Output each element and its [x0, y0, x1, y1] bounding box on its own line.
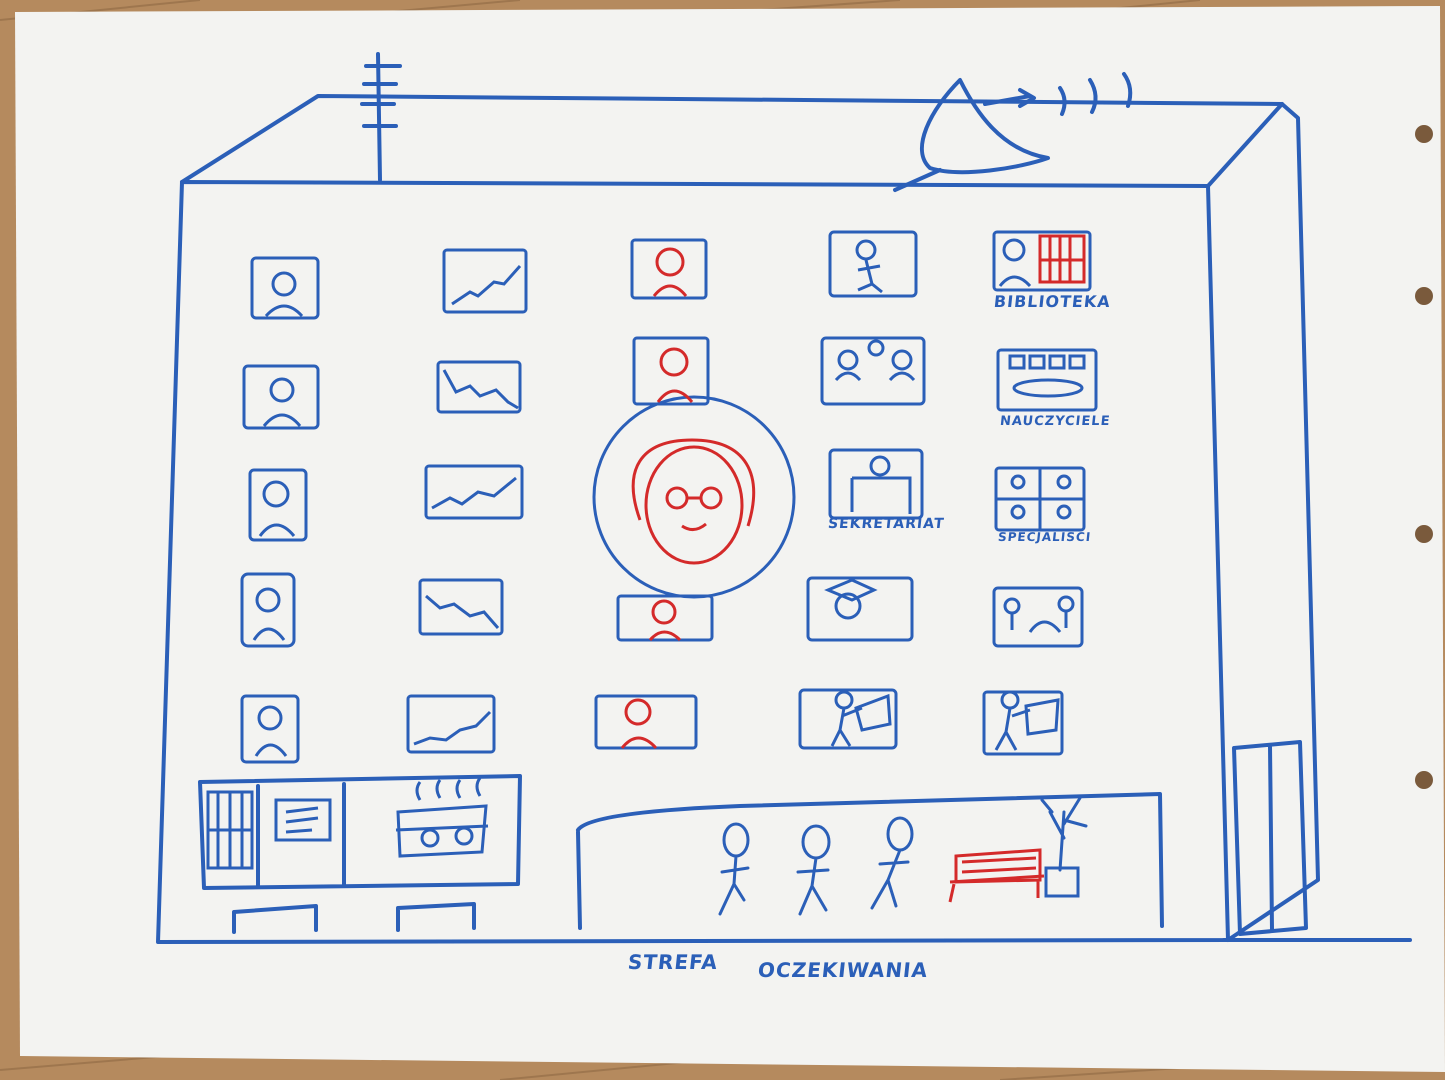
library-bookshelf-red [1038, 234, 1086, 284]
punch-holes [1415, 125, 1433, 789]
teachers-label: NAUCZYCIELE [999, 414, 1112, 429]
line-graph-icon [418, 578, 504, 636]
teacher-portraits [620, 247, 756, 750]
presenter-icon [982, 690, 1064, 756]
service-rooms [982, 230, 1098, 756]
people-group-icon [820, 336, 926, 406]
teacher-portrait-icon [656, 347, 694, 403]
graduate-cap-icon [806, 576, 914, 642]
playground-icon [992, 586, 1084, 648]
library-label: BIBLIOTEKA [993, 292, 1112, 311]
walking-person-icon [796, 824, 831, 916]
walking-person-icon [718, 822, 750, 916]
walking-person-icon [870, 816, 914, 910]
student-portrait-icon [240, 572, 296, 648]
secretariat-label: SEKRETARIAT [827, 516, 946, 532]
teacher-portrait-icon [620, 698, 658, 750]
ground-floor-rooms [206, 777, 489, 870]
library-bookshelf-icon [992, 230, 1092, 292]
specialists-label: SPECJALIŚCI [997, 530, 1092, 544]
student-portrait-icon [242, 364, 320, 430]
office-rooms [798, 230, 926, 750]
whiteboard-icon [274, 798, 332, 842]
student-portraits [240, 256, 320, 764]
building-outline [156, 52, 1412, 944]
meeting-table-icon [996, 348, 1098, 412]
line-graph-icon [442, 248, 528, 314]
person-icon [828, 230, 918, 298]
teacher-frames [592, 238, 796, 750]
student-portrait-icon [240, 694, 300, 764]
teacher-portrait-icon [648, 599, 682, 642]
waiting-zone-label-2: OCZEKIWANIA [756, 958, 930, 982]
bench-icon [948, 848, 1045, 903]
student-portrait-icon [250, 256, 320, 320]
teacher-circle-portrait-icon [631, 438, 756, 565]
line-graph-icon [424, 464, 524, 520]
presenter-icon [798, 688, 898, 750]
potted-tree-icon [1040, 796, 1088, 898]
bookshelf-icon [206, 790, 254, 870]
line-graph-icon [436, 360, 522, 414]
line-graphs [406, 248, 528, 754]
waiting-zone-label-1: STREFA [626, 950, 720, 974]
specialists-grid-icon [994, 466, 1086, 532]
line-graph-icon [406, 694, 496, 754]
student-portrait-icon [248, 468, 308, 542]
paper-sheet [15, 6, 1445, 1072]
kitchen-stove-icon [395, 777, 489, 858]
secretary-desk-icon [828, 448, 924, 520]
waiting-people [718, 796, 1088, 916]
teacher-portrait-icon [652, 247, 688, 297]
